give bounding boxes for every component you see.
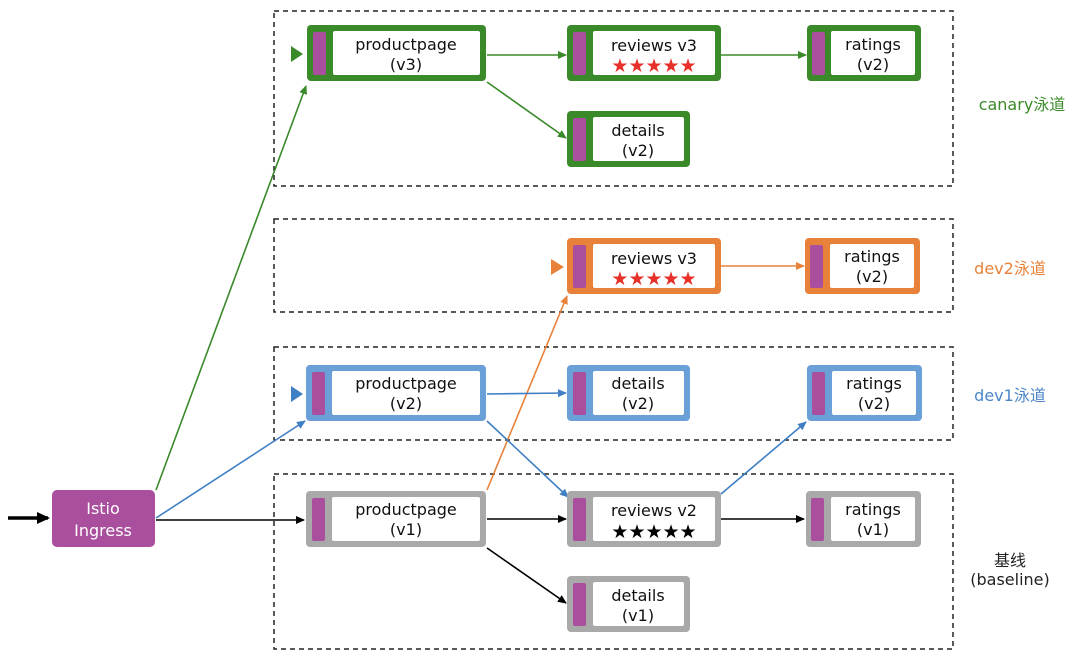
istio-ingress-node[interactable]: Istio Ingress — [52, 490, 155, 547]
service-canary-reviews[interactable]: reviews v3 ★★★★★ — [567, 25, 721, 81]
sidecar-icon — [573, 583, 586, 626]
service-name: ratings — [844, 247, 900, 266]
service-base-productpage[interactable]: productpage (v1) — [306, 491, 486, 547]
connections — [8, 51, 807, 604]
arrow-dev1-productpage-to-details — [486, 389, 567, 398]
service-name: reviews v3 — [611, 36, 697, 55]
sidecar-icon — [812, 372, 825, 415]
service-base-details[interactable]: details (v1) — [567, 576, 690, 632]
service-name: reviews v2 — [611, 501, 697, 520]
service-dev2-reviews[interactable]: reviews v3 ★★★★★ — [567, 238, 721, 294]
service-version: (v1) — [622, 606, 654, 625]
lane-box-dev1 — [273, 346, 954, 441]
sidecar-icon — [573, 498, 586, 541]
lane-label-baseline: 基线 — [994, 551, 1026, 570]
service-canary-productpage[interactable]: productpage (v3) — [307, 25, 486, 81]
sidecar-icon — [812, 32, 825, 75]
arrow-ingress-to-dev1 — [155, 420, 306, 519]
arrow-base-productpage-to-details — [486, 547, 567, 604]
service-base-reviews[interactable]: reviews v2 ★★★★★ — [567, 491, 721, 547]
rating-stars: ★★★★★ — [611, 55, 696, 77]
lane-label-canary: canary泳道 — [979, 95, 1066, 114]
service-version: (v3) — [390, 55, 422, 74]
arrow-dev1-productpage-to-base-reviews — [486, 420, 569, 498]
lane-label-dev1: dev1泳道 — [974, 386, 1046, 405]
service-version: (v1) — [857, 520, 889, 539]
sidecar-icon — [312, 498, 325, 541]
service-version: (v2) — [856, 267, 888, 286]
service-name: productpage — [355, 374, 457, 393]
service-name: details — [611, 121, 664, 140]
lane-entry-marker-dev2 — [551, 259, 564, 275]
sidecar-icon — [312, 372, 325, 415]
service-version: (v2) — [622, 394, 654, 413]
service-name: productpage — [355, 500, 457, 519]
service-name: reviews v3 — [611, 249, 697, 268]
service-dev1-productpage[interactable]: productpage (v2) — [306, 365, 486, 421]
service-version: (v2) — [857, 55, 889, 74]
ingress-box — [52, 490, 155, 547]
ingress-label-line2: Ingress — [74, 521, 132, 540]
service-base-ratings[interactable]: ratings (v1) — [806, 491, 921, 547]
lane-box-canary — [273, 10, 954, 187]
service-version: (v2) — [390, 394, 422, 413]
sidecar-icon — [810, 245, 823, 288]
arrow-base-reviews-to-dev1-ratings — [720, 421, 807, 495]
lane-box-baseline — [273, 473, 954, 650]
sidecar-icon — [811, 498, 824, 541]
lane-entry-marker-dev1 — [291, 386, 303, 402]
sidecar-icon — [573, 245, 586, 288]
sidecar-icon — [573, 32, 586, 75]
sidecar-icon — [313, 32, 326, 75]
arrow-canary-productpage-to-details — [486, 81, 567, 139]
service-name: ratings — [845, 500, 901, 519]
sidecar-icon — [573, 372, 586, 415]
rating-stars: ★★★★★ — [611, 521, 696, 543]
sidecar-icon — [573, 118, 586, 161]
service-version: (v2) — [622, 141, 654, 160]
arrow-ingress-to-canary — [155, 85, 307, 491]
rating-stars: ★★★★★ — [611, 268, 696, 290]
service-name: ratings — [845, 35, 901, 54]
service-name: ratings — [846, 374, 902, 393]
service-version: (v1) — [390, 520, 422, 539]
service-dev1-ratings[interactable]: ratings (v2) — [807, 365, 922, 421]
lane-entry-marker-canary — [291, 46, 303, 62]
service-canary-details[interactable]: details (v2) — [567, 111, 690, 167]
lane-label-baseline-sub: (baseline) — [970, 570, 1050, 589]
lane-box-dev2 — [273, 218, 954, 313]
service-version: (v2) — [858, 394, 890, 413]
service-dev1-details[interactable]: details (v2) — [567, 365, 690, 421]
service-dev2-ratings[interactable]: ratings (v2) — [805, 238, 920, 294]
service-canary-ratings[interactable]: ratings (v2) — [807, 25, 921, 81]
service-name: details — [611, 374, 664, 393]
ingress-label-line1: Istio — [86, 499, 120, 518]
lane-label-dev2: dev2泳道 — [974, 259, 1046, 278]
service-name: productpage — [355, 35, 457, 54]
service-name: details — [611, 586, 664, 605]
